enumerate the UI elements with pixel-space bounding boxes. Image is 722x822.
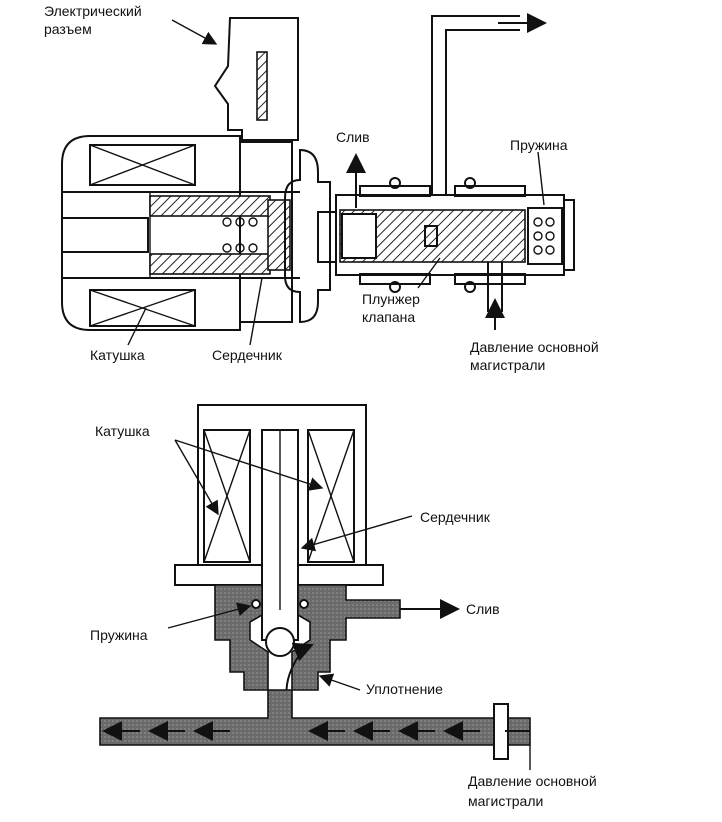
spring-leader-bottom — [167, 602, 252, 629]
bottom-solenoid: Катушка Сердечник Слив Пружина Уплотнени… — [90, 404, 597, 809]
pressure-label-line2: магистрали — [470, 357, 545, 373]
electrical-connector — [213, 17, 299, 141]
coil-left — [203, 429, 251, 563]
coil-right — [307, 429, 355, 563]
core-leader-bottom — [300, 515, 413, 552]
core-bottom — [261, 429, 299, 641]
plunger-label-line2: клапана — [362, 309, 415, 325]
core-label-bottom: Сердечник — [420, 509, 491, 525]
drain-label: Слив — [336, 129, 370, 145]
valve-body — [335, 177, 575, 293]
spring-label-bottom: Пружина — [90, 627, 148, 643]
plunger-leader — [417, 257, 441, 289]
plunger-label-line1: Плунжер — [362, 291, 420, 307]
pressure-label-line1: Давление основной — [470, 339, 599, 355]
outlet-pipe — [431, 13, 547, 196]
inlet-pipe — [485, 262, 505, 330]
seal-leader — [318, 673, 361, 691]
drain-label-bottom: Слив — [466, 601, 500, 617]
coil-leader-left — [174, 439, 219, 516]
valve-block — [214, 584, 401, 691]
coil-upper — [89, 144, 196, 186]
solenoid-body — [61, 135, 300, 331]
pressure-label-bottom-line2: магистрали — [468, 793, 543, 809]
core-label: Сердечник — [212, 347, 283, 363]
coil-label: Катушка — [90, 347, 145, 363]
core-leader — [249, 277, 263, 346]
spring-leader — [537, 151, 545, 206]
valve-plunger — [339, 209, 526, 263]
main-line — [99, 689, 531, 760]
spring — [527, 207, 563, 265]
pressure-label-bottom-line1: Давление основной — [468, 773, 597, 789]
top-solenoid: Электрический разъем Слив Пружина Плунже… — [44, 3, 599, 373]
core — [61, 195, 291, 275]
coil-lower — [89, 289, 196, 327]
coil-leader — [127, 307, 147, 346]
seal-label: Уплотнение — [366, 681, 443, 697]
spring-label: Пружина — [510, 137, 568, 153]
connector-leader — [171, 19, 218, 45]
coil-label-bottom: Катушка — [95, 423, 150, 439]
connector-label-line2: разъем — [44, 21, 92, 37]
connector-label-line1: Электрический — [44, 3, 142, 19]
coil-leader-right — [174, 439, 324, 491]
